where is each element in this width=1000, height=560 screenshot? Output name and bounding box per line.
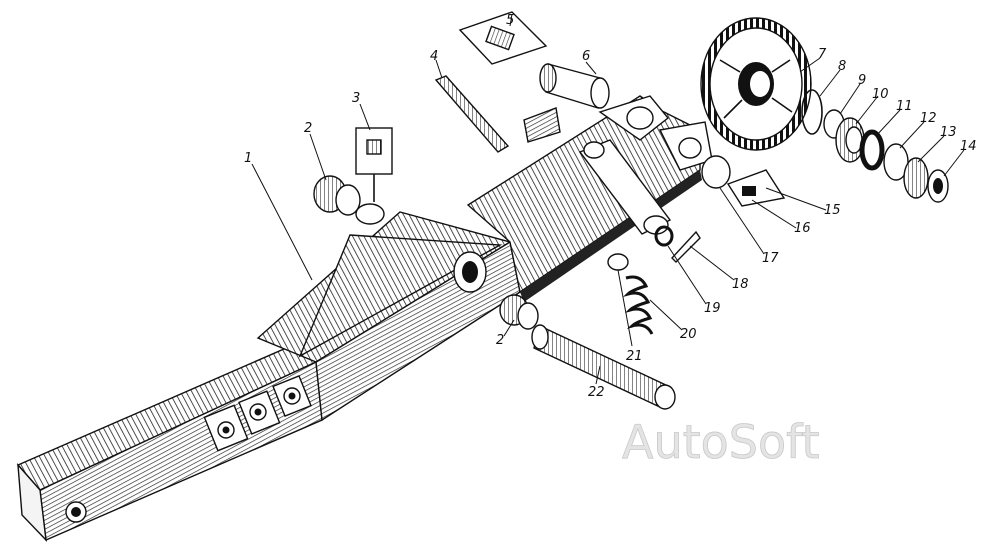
washer-part-21: [607, 253, 629, 271]
ring-part-19: [654, 225, 674, 247]
block-unlabeled: [523, 107, 561, 143]
callout-9: 9: [858, 73, 866, 88]
callout-4: 4: [430, 49, 438, 64]
callout-16: 16: [794, 221, 811, 236]
callout-10: 10: [872, 87, 889, 102]
callout-7: 7: [818, 47, 827, 62]
callout-17: 17: [762, 251, 779, 266]
callout-2-lower: 2: [496, 333, 504, 348]
callout-15: 15: [824, 203, 841, 218]
callout-labels: 1 2 2 3 4 5 6 7 8 9 10 11 12 13 14 15 16…: [244, 13, 977, 400]
washer-part-17: [701, 155, 731, 189]
callout-3: 3: [352, 91, 360, 106]
callout-18: 18: [732, 277, 749, 292]
snap-ring-part-8: [801, 89, 823, 135]
fitting-part-5: [458, 11, 548, 65]
leader-lines: [251, 13, 965, 385]
grease-fitting-part-3: [355, 127, 393, 202]
bearing-part-13: [903, 157, 929, 199]
shaft-part-22: [531, 324, 676, 410]
cotter-pin-part-18: [671, 230, 701, 263]
spring-part-20: [622, 275, 654, 335]
callout-21: 21: [626, 349, 643, 364]
seal-ring-part-11: [859, 129, 885, 171]
nut-part-14: [927, 169, 949, 203]
bolt-part-16: [726, 169, 786, 207]
callout-11: 11: [896, 99, 913, 114]
callout-1: 1: [244, 151, 252, 166]
watermark: AutoSoft: [622, 415, 820, 469]
callout-19: 19: [704, 301, 721, 316]
callout-14: 14: [960, 139, 977, 154]
pin-part-4: [434, 75, 510, 153]
callout-8: 8: [838, 59, 846, 74]
main-arm-part-1: [16, 95, 713, 542]
bearing-part-10: [835, 117, 865, 163]
callout-20: 20: [680, 327, 697, 342]
bushing-part-2-lower: [499, 294, 539, 330]
bushing-part-2-upper: [313, 175, 361, 216]
callout-2-upper: 2: [304, 121, 312, 136]
callout-12: 12: [920, 111, 937, 126]
callout-6: 6: [582, 49, 590, 64]
callout-13: 13: [940, 125, 957, 140]
sprocket-part-7: [700, 17, 812, 151]
callout-5: 5: [506, 13, 514, 28]
roller-part-6: [539, 63, 610, 109]
callout-22: 22: [588, 385, 605, 400]
